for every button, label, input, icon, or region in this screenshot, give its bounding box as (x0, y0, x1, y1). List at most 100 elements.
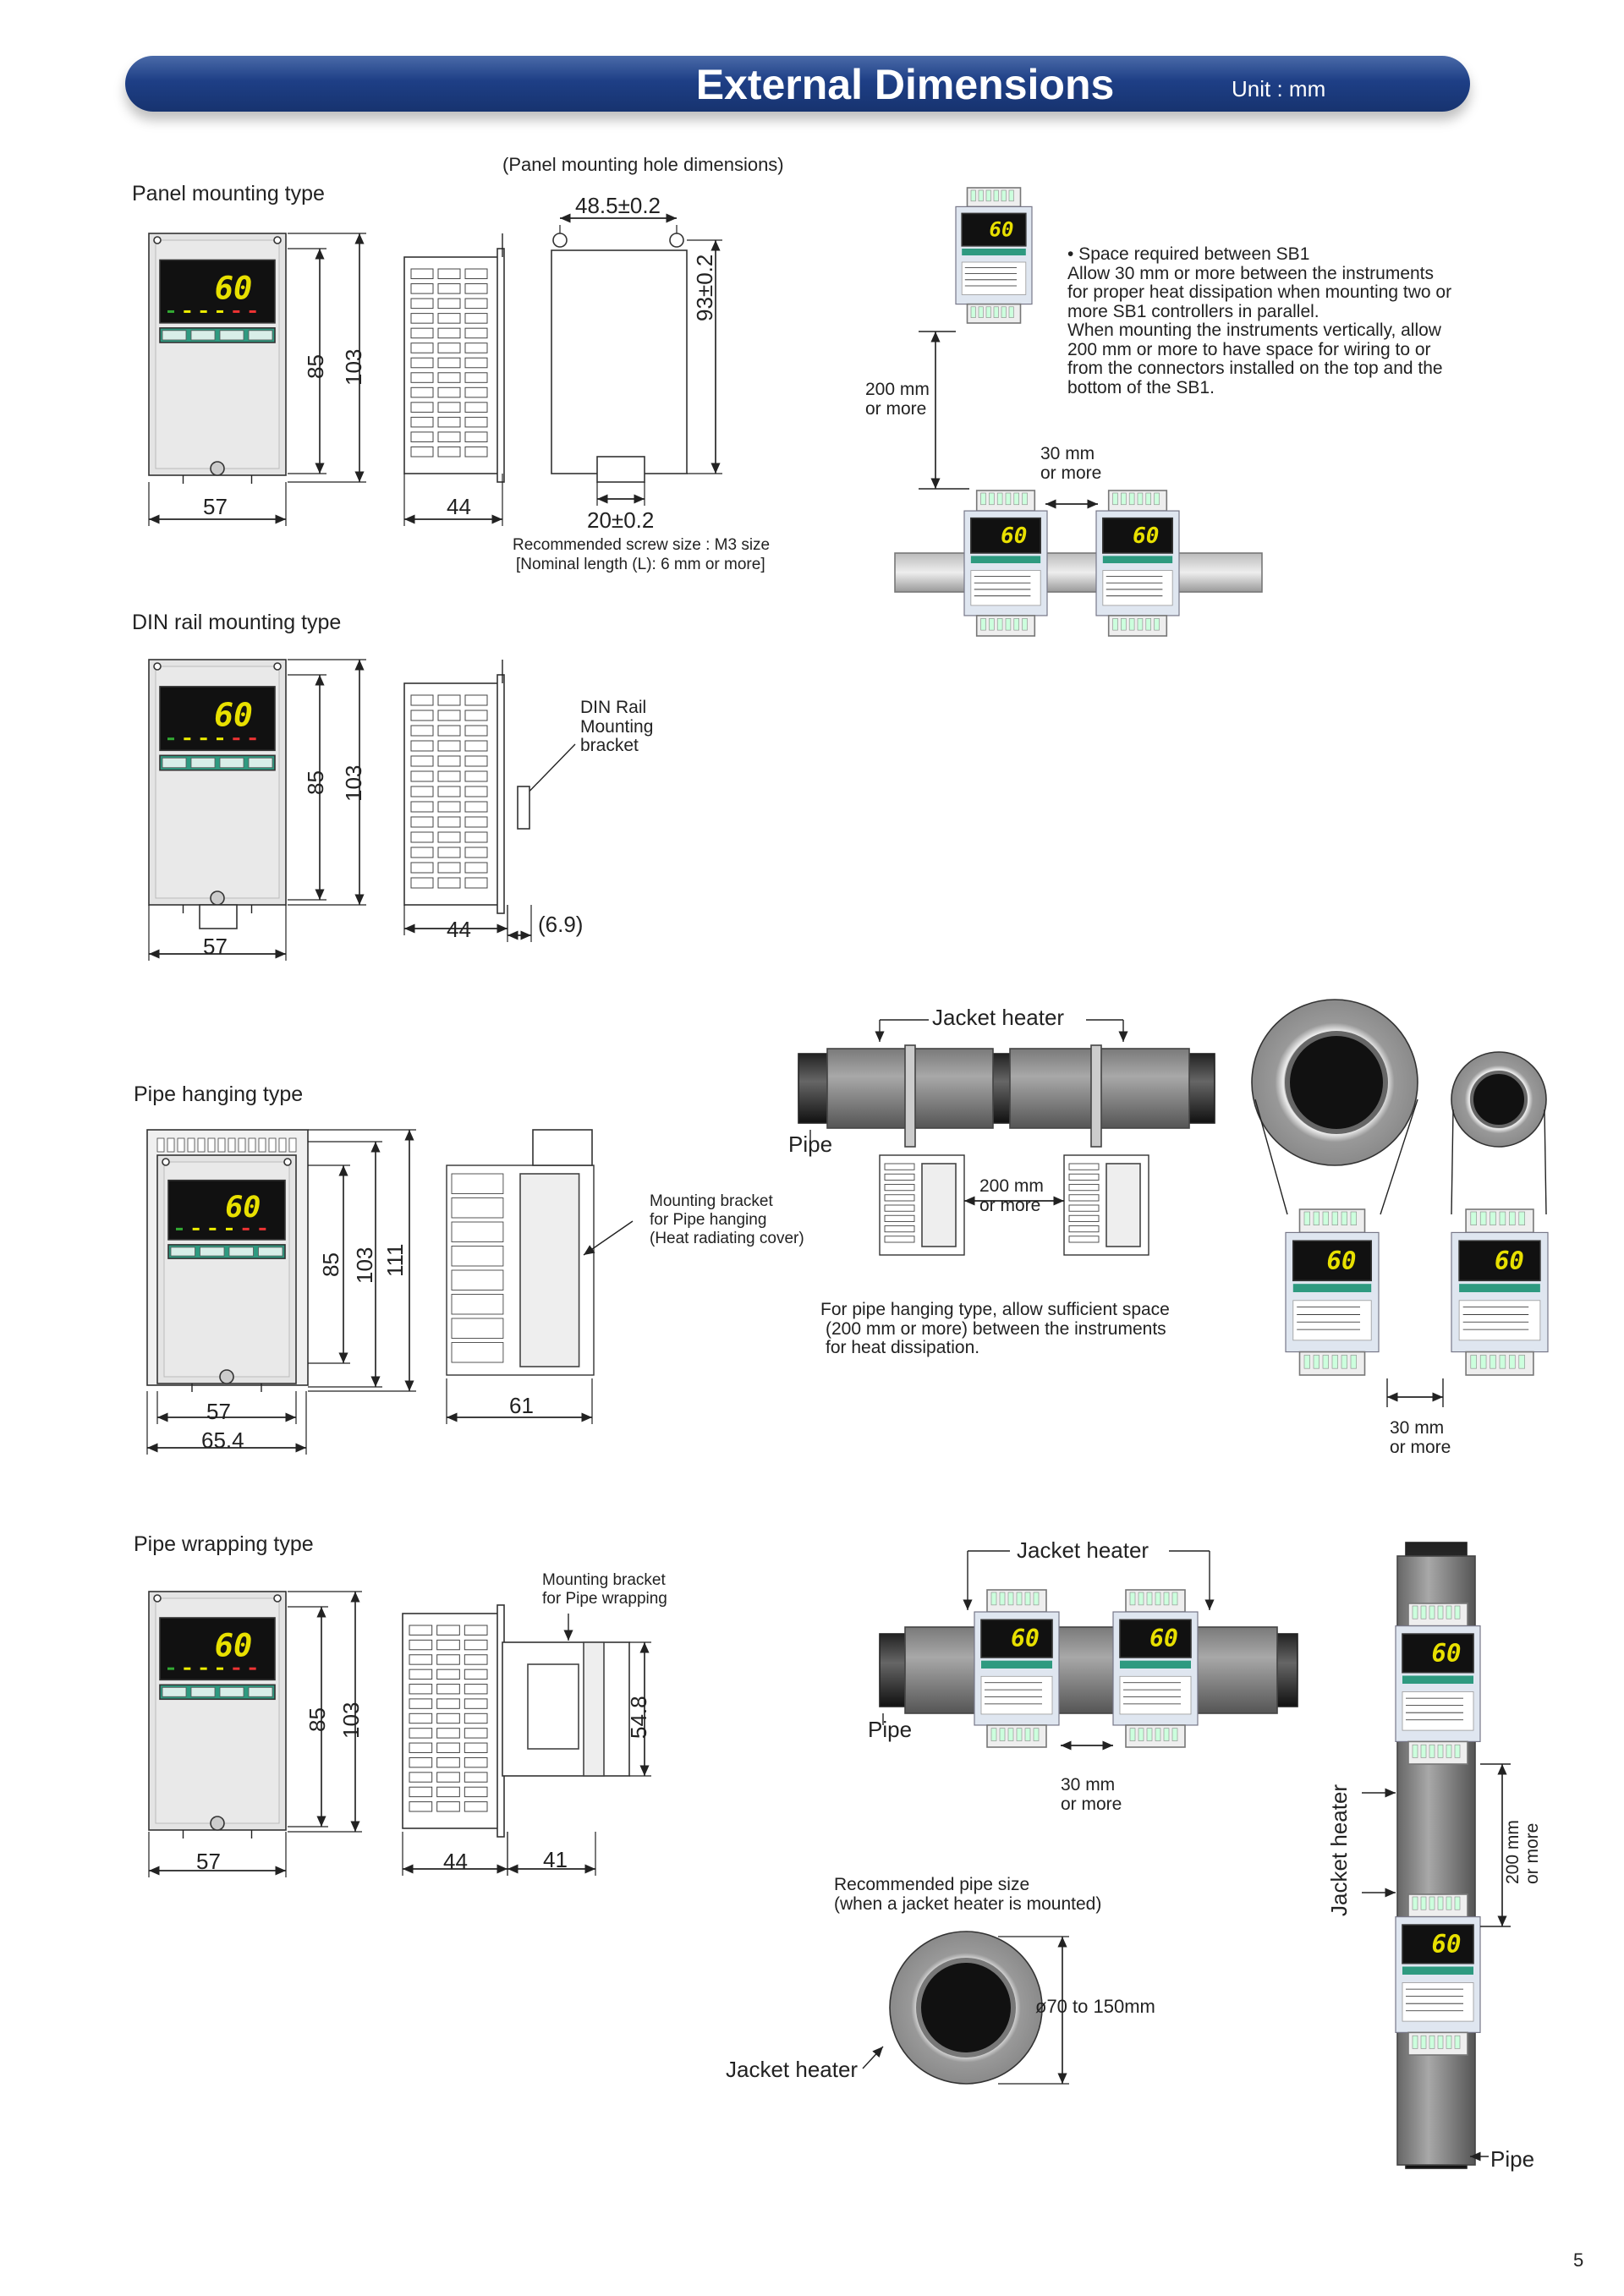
pipe-range-dim (998, 1936, 1069, 2085)
wrap-bracket-dim (629, 1641, 651, 1777)
wrap-depth2-dim (507, 1832, 596, 1876)
din-extra-label: (6.9) (538, 912, 584, 937)
wrap-side-view (402, 1604, 505, 1838)
hang-side-view (446, 1164, 595, 1376)
panel-width-dim (148, 482, 287, 526)
display-digits: 60 (1001, 523, 1027, 549)
wrap-jacket-heater-label: Jacket heater (1017, 1537, 1149, 1563)
pipe-hang-width2-label: 65.4 (201, 1427, 244, 1453)
spacing-top-unit: 60 (955, 187, 1033, 324)
hole-height-dim (687, 239, 722, 474)
display-digits: 60 (215, 271, 253, 307)
panel-width-label: 57 (203, 494, 228, 519)
pipe-hang-width-label: 57 (206, 1399, 231, 1424)
display-digits: 60 (1133, 523, 1159, 549)
display-digits: 60 (1432, 1929, 1462, 1958)
din-width-dim (148, 905, 287, 961)
din-h85-label: 85 (303, 770, 328, 795)
din-section-title: DIN rail mounting type (132, 611, 342, 634)
hang-photo-left: 60 (1285, 1208, 1380, 1376)
display-digits: 60 (214, 697, 253, 734)
hang-width-dim (156, 1391, 297, 1424)
wrap-jacket-heater (904, 1626, 1278, 1714)
din-width-label: 57 (203, 934, 228, 959)
page-title: External Dimensions (695, 61, 1115, 108)
wrap-depth-label: 44 (443, 1849, 468, 1874)
pipe-range-label: ø70 to 150mm (1035, 1996, 1155, 2017)
pipe-hang-section-title: Pipe hanging type (134, 1082, 304, 1106)
screw-size-label: Recommended screw size : M3 size (513, 536, 771, 554)
pipe-size-caption: Recommended pipe size(when a jacket heat… (834, 1875, 1102, 1914)
wrap-unit-right: 60 (1112, 1589, 1199, 1748)
wrap-jacket-heater-arrows (963, 1550, 1215, 1610)
wrap-pipe-label: Pipe (868, 1717, 913, 1742)
display-digits: 60 (1432, 1638, 1462, 1667)
wrap-bracket-dim-label: 54.8 (626, 1696, 651, 1739)
din-rail (894, 552, 1263, 593)
panel-section-title: Panel mounting type (132, 182, 325, 205)
wrap-bracket (502, 1641, 630, 1777)
display-digits: 60 (1011, 1625, 1040, 1652)
hang-h85-dim (308, 1164, 350, 1364)
circle-jacket-heater-label: Jacket heater (726, 2057, 859, 2082)
page-number: 5 (1573, 2249, 1584, 2271)
hang-width2-dim (146, 1391, 307, 1455)
panel-front-view: 60 (148, 233, 287, 484)
hang-front-view: 60 (156, 1154, 297, 1392)
vert-pipe-label: Pipe (1490, 2146, 1535, 2172)
display-digits: 60 (1149, 1625, 1178, 1652)
din-h85-dim (288, 674, 326, 901)
wrap-width-dim (148, 1832, 287, 1877)
hang-unit-right (1063, 1154, 1149, 1256)
hang-h111-dim (308, 1129, 416, 1392)
wrap-h85-label: 85 (304, 1707, 330, 1732)
display-digits: 60 (215, 1627, 253, 1663)
display-digits: 60 (990, 218, 1014, 242)
wrap-front-view: 60 (148, 1591, 287, 1838)
hole-caption: (Panel mounting hole dimensions) (502, 154, 784, 175)
pipe-hang-depth-label: 61 (509, 1393, 534, 1418)
panel-h85-dim (288, 248, 326, 474)
hole-height-label: 93±0.2 (692, 254, 717, 321)
display-digits: 60 (1327, 1247, 1357, 1275)
wrap-depth2-label: 41 (543, 1847, 568, 1872)
din-extra-dim (507, 905, 532, 942)
din-depth-label: 44 (447, 917, 471, 942)
panel-h103-dim (288, 233, 366, 483)
display-digits: 60 (225, 1191, 261, 1225)
hole-width-label: 48.5±0.2 (575, 193, 661, 218)
rail-unit-left: 60 (963, 490, 1048, 637)
hole-width-dim (559, 213, 678, 233)
display-digits: 60 (1495, 1247, 1524, 1275)
panel-depth-label: 44 (447, 494, 471, 519)
din-front-view: 60 (148, 659, 287, 913)
panel-h85-label: 85 (303, 354, 328, 379)
hang-photo-right: 60 (1451, 1208, 1549, 1376)
screw-length-label: [Nominal length (L): 6 mm or more] (516, 556, 765, 573)
wrap-unit-left: 60 (974, 1589, 1060, 1748)
wrap-h103-dim (288, 1591, 362, 1833)
wrap-h103-label: 103 (338, 1701, 364, 1739)
header-banner (125, 56, 1470, 112)
pipe-hang-h85-label: 85 (318, 1252, 343, 1277)
hole-bottom-dim (596, 482, 645, 506)
din-h103-label: 103 (341, 764, 366, 802)
hole-bottom-label: 20±0.2 (587, 507, 655, 533)
pipe-wrap-section-title: Pipe wrapping type (134, 1532, 314, 1556)
vert-jacket-heater-label: Jacket heater (1326, 1784, 1352, 1916)
hang-jacket-heater-label: Jacket heater (932, 1005, 1065, 1030)
rail-unit-right: 60 (1095, 490, 1180, 637)
hang-h103-dim (308, 1141, 382, 1388)
panel-depth-dim (403, 474, 503, 526)
din-side-view (403, 674, 505, 914)
hang-pipe-label: Pipe (788, 1132, 833, 1157)
